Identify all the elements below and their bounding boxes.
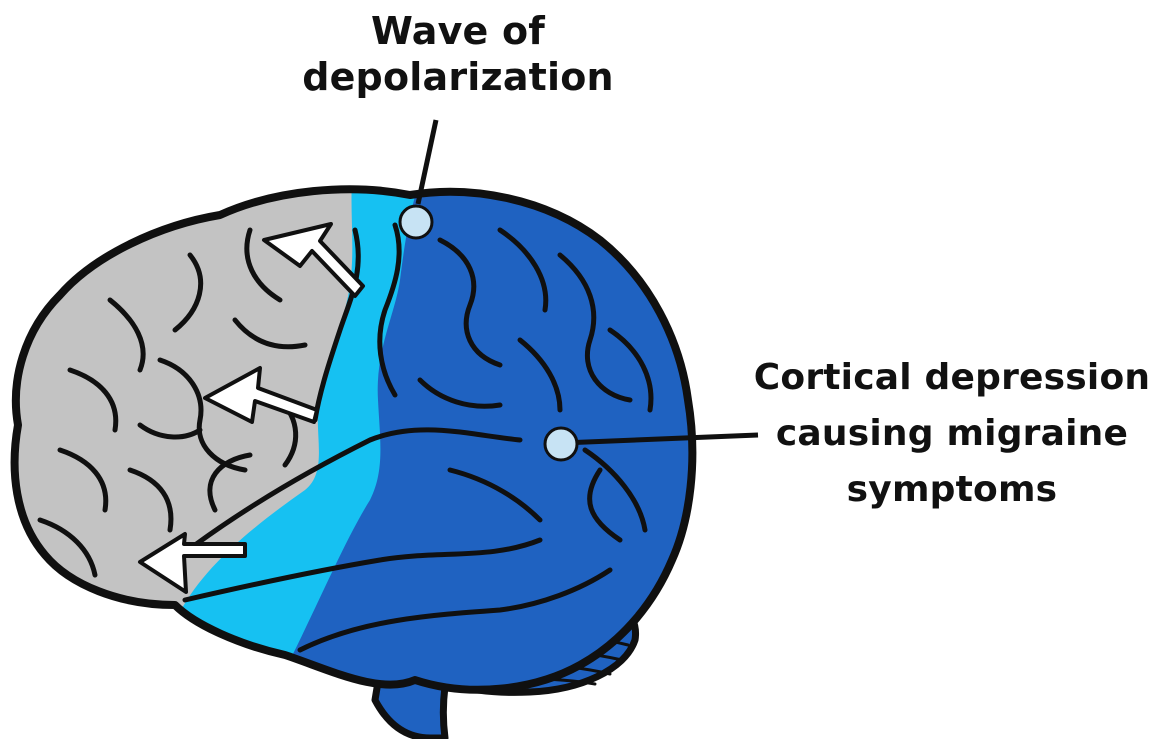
cortical-depression-label: Cortical depression causing migraine sym… <box>752 350 1152 518</box>
wave-of-depolarization-label: Wave of depolarization <box>298 8 618 100</box>
circle-marker-icon <box>400 206 432 238</box>
circle-marker-icon <box>545 428 577 460</box>
